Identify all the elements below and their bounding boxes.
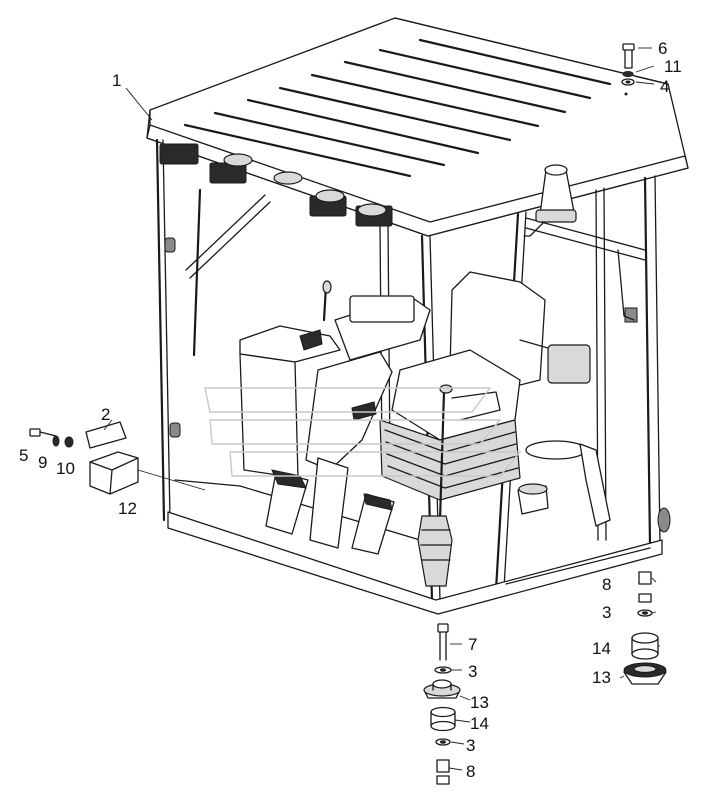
beacon-lamp (523, 164, 577, 237)
callout-8-bottom: 8 (466, 762, 475, 781)
callout-labels: 1 2 5 9 10 12 6 11 4 8 3 14 13 7 3 13 14… (19, 39, 682, 781)
leader-lines (103, 47, 660, 771)
watermark-logo (204, 387, 522, 477)
callout-10: 10 (56, 459, 75, 478)
callout-12: 12 (118, 499, 137, 518)
callout-9: 9 (38, 453, 47, 472)
operator-seat (379, 271, 591, 501)
bolt-7-icon (437, 623, 449, 661)
control-console (239, 249, 635, 587)
callout-11: 11 (664, 57, 682, 76)
cab-roof (146, 17, 689, 237)
rubber-mount-13-icon (623, 662, 667, 685)
callout-3-bottom: 3 (468, 662, 477, 681)
rubber-mount-14-bottom-icon (430, 706, 456, 732)
callout-6: 6 (658, 39, 667, 58)
side-box-assembly (29, 421, 139, 495)
nut-8-icon (638, 571, 652, 585)
washer-11-icon (622, 71, 634, 77)
callout-7: 7 (468, 635, 477, 654)
callout-5: 5 (19, 446, 28, 465)
callout-8-right: 8 (602, 575, 611, 594)
washer-10-icon (64, 436, 74, 448)
callout-3-lower: 3 (466, 736, 475, 755)
part-bracket-2 (85, 421, 127, 449)
work-lights (159, 143, 393, 227)
part-box-12 (89, 451, 139, 495)
washer-9-icon (52, 435, 60, 447)
rubber-mount-13-bottom-icon (423, 679, 461, 699)
bolt-5-icon (29, 428, 57, 437)
callout-13-bottom: 13 (470, 693, 489, 712)
bolt-6-icon (624, 47, 633, 69)
callout-3-right: 3 (602, 603, 611, 622)
nut-8-bottom-icon (436, 759, 450, 773)
callout-4: 4 (660, 77, 669, 96)
bottom-mount-stack (423, 623, 461, 785)
right-mount-stack (623, 571, 667, 685)
rubber-mount-14-icon (631, 632, 659, 660)
callout-13-right: 13 (592, 668, 611, 687)
roof-ribs (183, 38, 612, 178)
callout-14-right: 14 (592, 639, 611, 658)
callout-2: 2 (101, 405, 110, 424)
callout-1: 1 (112, 71, 121, 90)
callout-14-bottom: 14 (470, 714, 489, 733)
roof-fasteners (621, 43, 635, 96)
